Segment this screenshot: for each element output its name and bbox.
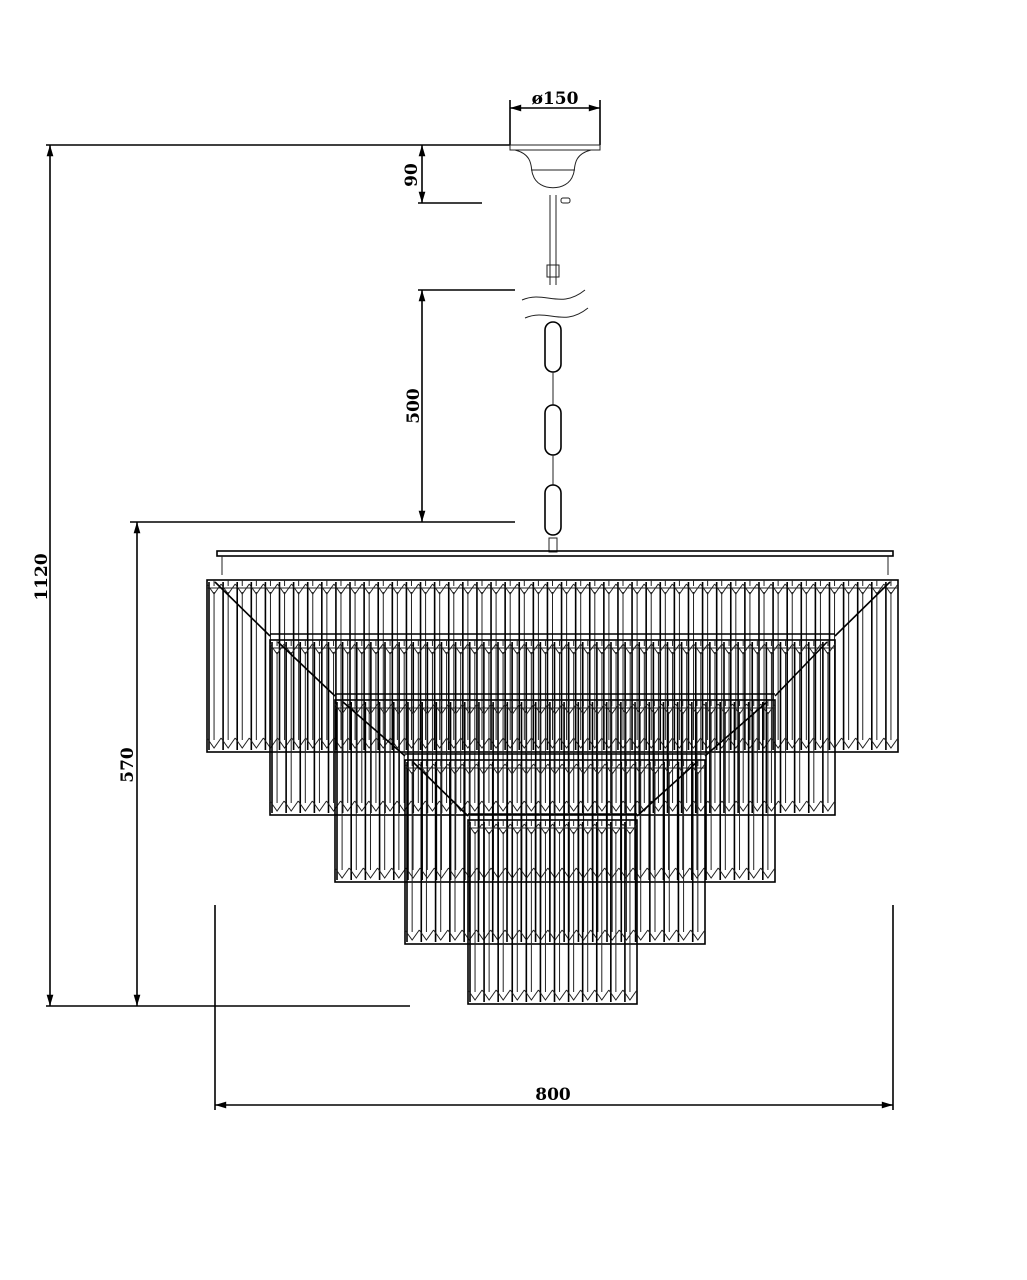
support-arm (342, 701, 406, 757)
crystal-tiers (206, 579, 899, 1005)
chain (544, 321, 562, 553)
support-arm (834, 581, 891, 637)
dimension-canopy-height: 90 (402, 145, 482, 204)
dimension-canopy-diameter: ø150 (509, 89, 601, 145)
support-arm (277, 641, 336, 697)
chain-link (544, 321, 562, 373)
support-arm (412, 761, 469, 817)
body-height-label: 570 (118, 747, 138, 783)
support-arm (636, 761, 698, 817)
support-arm (704, 701, 768, 757)
top-ring (216, 550, 894, 575)
support-arm (774, 641, 828, 697)
dimension-body-height: 570 (118, 522, 141, 1006)
suspension-rod (521, 195, 589, 319)
dimension-total-height: 1120 (32, 144, 510, 1007)
hook (548, 537, 558, 553)
canopy-diameter-label: ø150 (532, 89, 579, 109)
dimension-chain-length: 500 (130, 289, 515, 523)
body-width-label: 800 (535, 1085, 571, 1105)
crystal-tier-5 (467, 819, 638, 1005)
canopy (509, 144, 601, 189)
support-arm (214, 581, 271, 637)
chain-link (544, 404, 562, 456)
dimension-body-width: 800 (214, 905, 894, 1110)
chain-length-label: 500 (404, 388, 424, 424)
canopy-height-label: 90 (402, 163, 422, 187)
total-height-label: 1120 (32, 553, 52, 600)
chain-link (544, 484, 562, 536)
